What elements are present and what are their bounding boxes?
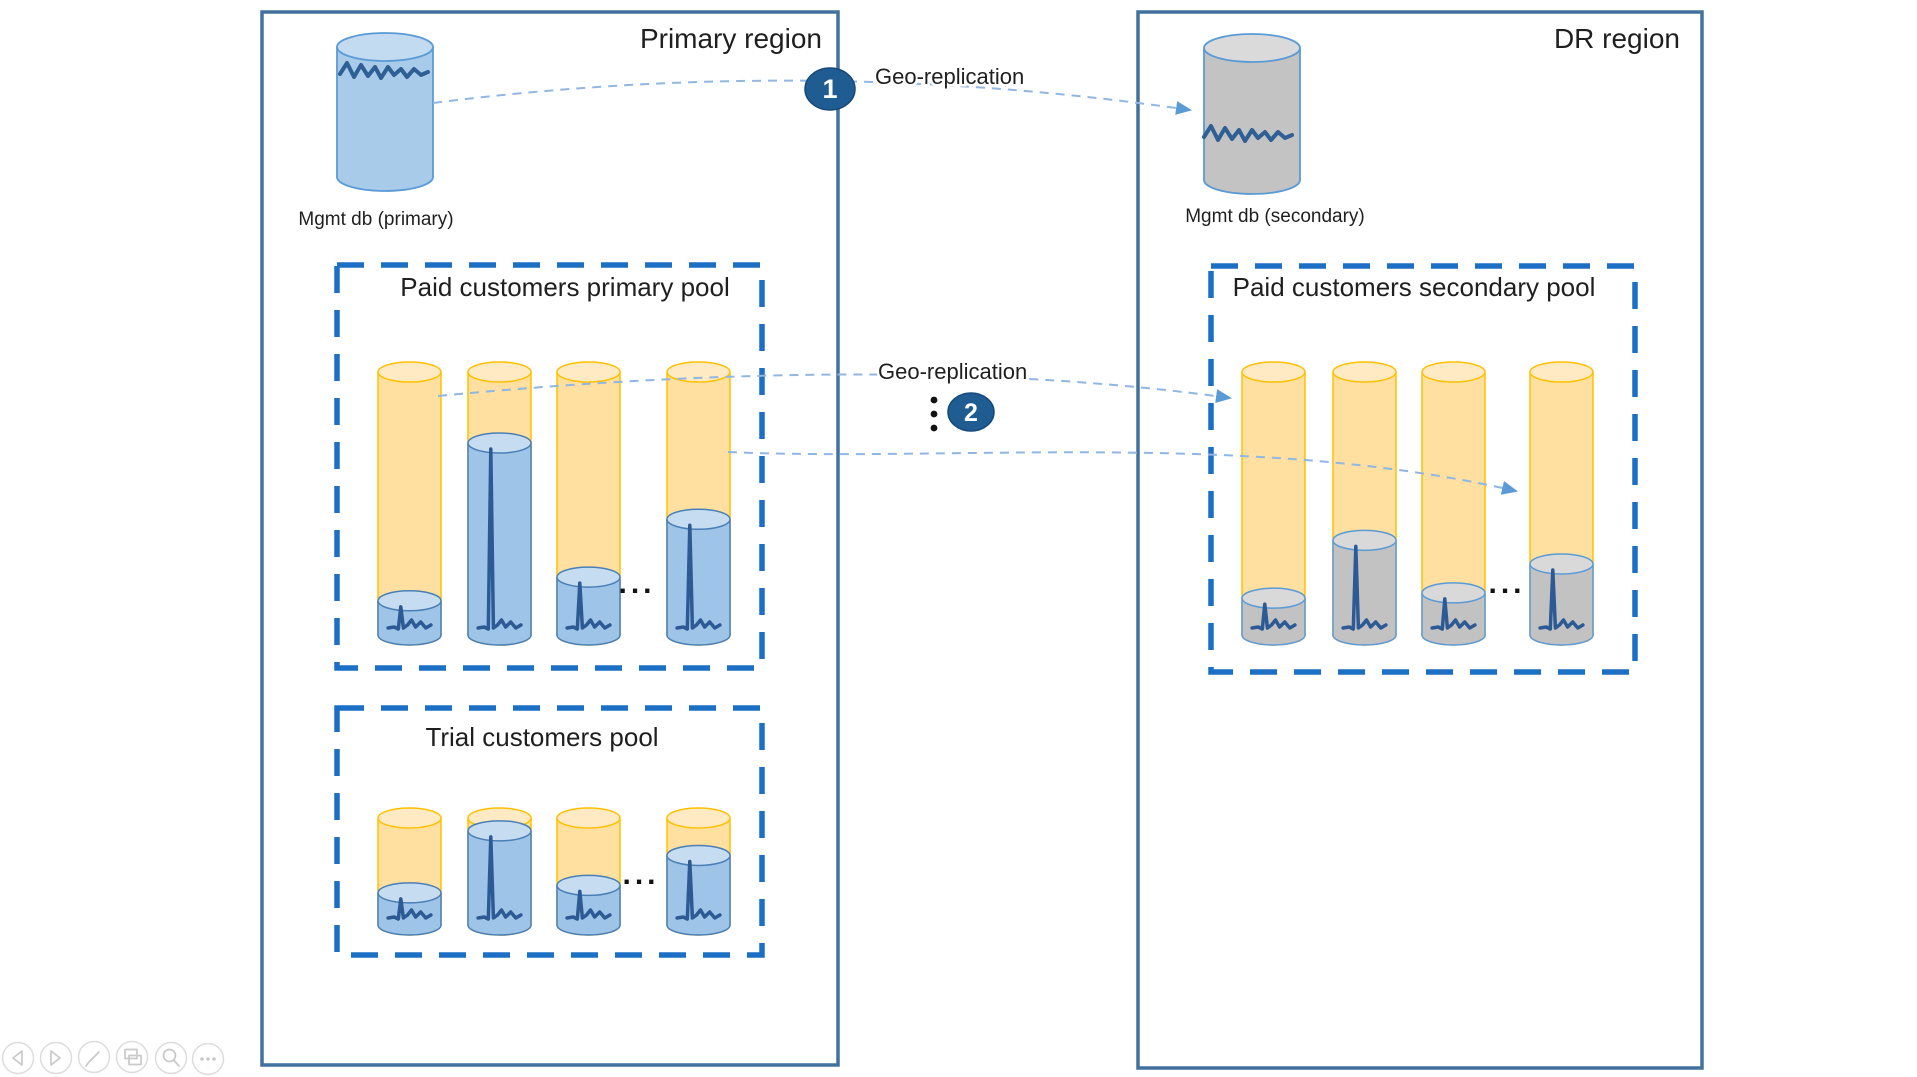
primary-region-box: Primary region: [260, 10, 840, 1067]
tenant-db-cylinder: [377, 361, 442, 646]
db-activity-wave-icon: [338, 61, 430, 80]
tenant-db-cylinder: [666, 807, 731, 936]
pool-paid-primary-title: Paid customers primary pool: [400, 272, 729, 302]
tenant-group-paid-primary: [377, 361, 731, 646]
mgmt-db-primary: Mgmt db (primary): [298, 32, 454, 230]
tenant-activity-spark-icon: [565, 889, 612, 921]
geo-replication-pool-arrow-1: [437, 373, 1232, 404]
pool-paid-secondary-border: [1208, 263, 1638, 675]
pen-annotate-icon: [85, 1051, 100, 1067]
tenant-activity-spark-icon: [675, 523, 722, 631]
tenant-db-cylinder: [1332, 361, 1397, 646]
tenant-db-cylinder: [467, 361, 532, 646]
db-cylinder-sides: [336, 47, 434, 177]
pen-annotate-button[interactable]: [77, 1040, 111, 1074]
db-cylinder-top: [1203, 33, 1301, 63]
tenant-db-cylinder: [556, 361, 621, 646]
see-all-slides-button[interactable]: [115, 1040, 149, 1074]
more-tenants-ellipsis: ...: [1488, 567, 1525, 600]
tenant-activity-spark-icon: [476, 447, 523, 631]
db-cylinder-body: [337, 47, 433, 177]
next-slide-icon: [50, 1050, 61, 1066]
tenant-db-cylinder: [1421, 361, 1486, 646]
pool-paid-secondary-title: Paid customers secondary pool: [1233, 272, 1596, 302]
db-cylinder-body: [1204, 48, 1300, 180]
pool-paid-secondary: Paid customers secondary pool ...: [1208, 263, 1638, 675]
next-slide-button[interactable]: [39, 1041, 73, 1075]
tenant-activity-spark-icon: [565, 581, 612, 631]
pool-paid-primary-border: [334, 262, 765, 671]
db-cylinder-sides: [1203, 48, 1301, 180]
geo-replication-db-label: Geo-replication: [875, 64, 1024, 89]
see-all-slides-icon: [124, 1048, 142, 1066]
tenant-activity-spark-icon: [1430, 597, 1477, 631]
geo-replication-pool-flow: Geo-replication 2: [437, 357, 1518, 495]
dr-region-box: DR region: [1136, 10, 1704, 1070]
mgmt-db-secondary: Mgmt db (secondary): [1185, 33, 1365, 227]
tenant-group-paid-secondary: [1241, 361, 1594, 646]
tenant-group-trial: [377, 807, 731, 936]
tenant-activity-spark-icon: [1341, 544, 1388, 631]
tenant-db-cylinder: [556, 807, 621, 936]
more-options-button[interactable]: [191, 1042, 225, 1076]
geo-replication-db-flow: 1 Geo-replication: [432, 62, 1192, 115]
step-1-number: 1: [822, 74, 837, 104]
db-activity-wave-icon: [1202, 124, 1294, 143]
tenant-activity-spark-icon: [386, 605, 433, 631]
zoom-slide-button[interactable]: [154, 1041, 188, 1075]
zoom-slide-icon: [162, 1048, 180, 1067]
geo-replication-pool-arrow-2: [727, 451, 1518, 495]
previous-slide-button[interactable]: [1, 1041, 35, 1075]
primary-region-title: Primary region: [640, 23, 822, 54]
tenant-activity-spark-icon: [675, 859, 722, 921]
step-1-badge: [804, 67, 856, 111]
step-2-badge: [947, 392, 995, 432]
pool-trial-border: [334, 705, 765, 958]
tenant-activity-spark-icon: [1250, 602, 1297, 631]
more-tenants-ellipsis: ...: [618, 567, 655, 600]
more-tenants-ellipsis: ...: [622, 858, 659, 891]
step-2-number: 2: [964, 399, 978, 427]
tenant-db-cylinder: [1529, 361, 1594, 646]
tenant-db-cylinder: [467, 807, 532, 936]
vertical-ellipsis-icon: [930, 396, 938, 432]
tenant-activity-spark-icon: [386, 897, 433, 921]
dr-region-border: [1136, 10, 1704, 1070]
tenant-db-cylinder: [377, 807, 442, 936]
geo-replication-pool-label: Geo-replication: [878, 359, 1027, 384]
tenant-activity-spark-icon: [476, 835, 523, 921]
tenant-db-cylinder: [1241, 361, 1306, 646]
pool-paid-primary: Paid customers primary pool ...: [334, 262, 765, 671]
presenter-toolbar: [1, 1040, 225, 1076]
more-options-icon: [200, 1057, 216, 1061]
pool-trial-title: Trial customers pool: [425, 722, 658, 752]
mgmt-db-primary-label: Mgmt db (primary): [298, 209, 453, 230]
dr-region-title: DR region: [1554, 23, 1680, 54]
pool-trial: Trial customers pool ...: [334, 705, 765, 958]
primary-region-border: [260, 10, 840, 1067]
tenant-db-cylinder: [666, 361, 731, 646]
mgmt-db-secondary-label: Mgmt db (secondary): [1185, 206, 1365, 227]
tenant-activity-spark-icon: [1538, 568, 1585, 631]
db-cylinder-top: [336, 32, 434, 62]
previous-slide-icon: [12, 1050, 23, 1066]
